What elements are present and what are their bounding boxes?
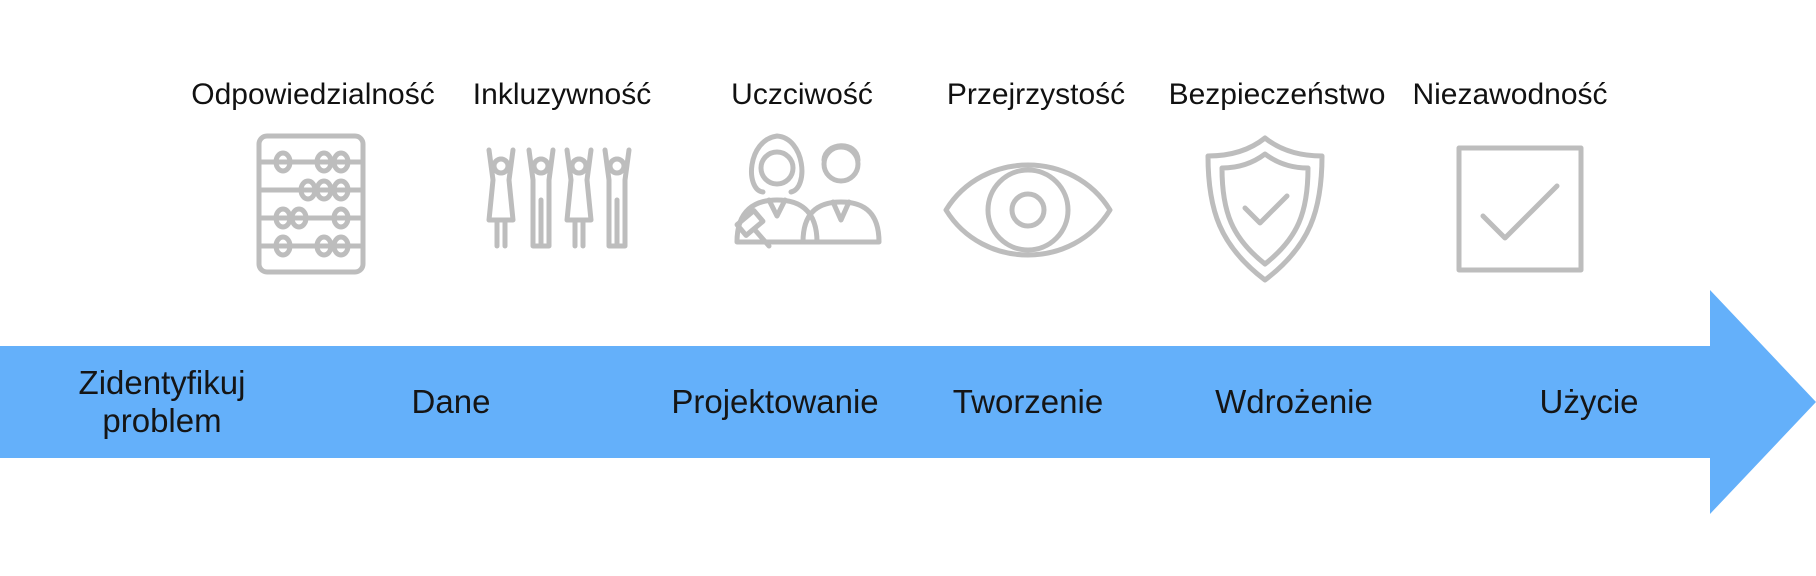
principle-label-reliability: Niezawodność (1412, 78, 1608, 111)
principle-label-inclusiveness: Inkluzywność (472, 78, 652, 111)
stage-label-deployment: Wdrożenie (1215, 383, 1373, 420)
stage-label-design: Projektowanie (671, 383, 879, 420)
stage-label-development: Tworzenie (952, 383, 1104, 420)
stage-label-data: Dane (411, 383, 491, 420)
stage-label-usage: Użycie (1539, 383, 1639, 420)
principle-label-accountability: Odpowiedzialność (191, 78, 435, 111)
principle-label-safety: Bezpieczeństwo (1168, 78, 1386, 111)
principle-label-transparency: Przejrzystość (946, 78, 1126, 111)
principle-label-fairness: Uczciwość (731, 78, 873, 111)
people-with-gavel-icon (725, 130, 882, 290)
shield-check-icon (1190, 130, 1340, 290)
people-raising-hands-icon (481, 130, 632, 290)
stage-label-identify-problem: Zidentyfikuj problem (78, 364, 246, 439)
checkbox-checked-icon (1445, 130, 1595, 290)
arrow-shape (0, 290, 1816, 514)
eye-icon (943, 130, 1113, 290)
abacus-icon (236, 130, 386, 290)
